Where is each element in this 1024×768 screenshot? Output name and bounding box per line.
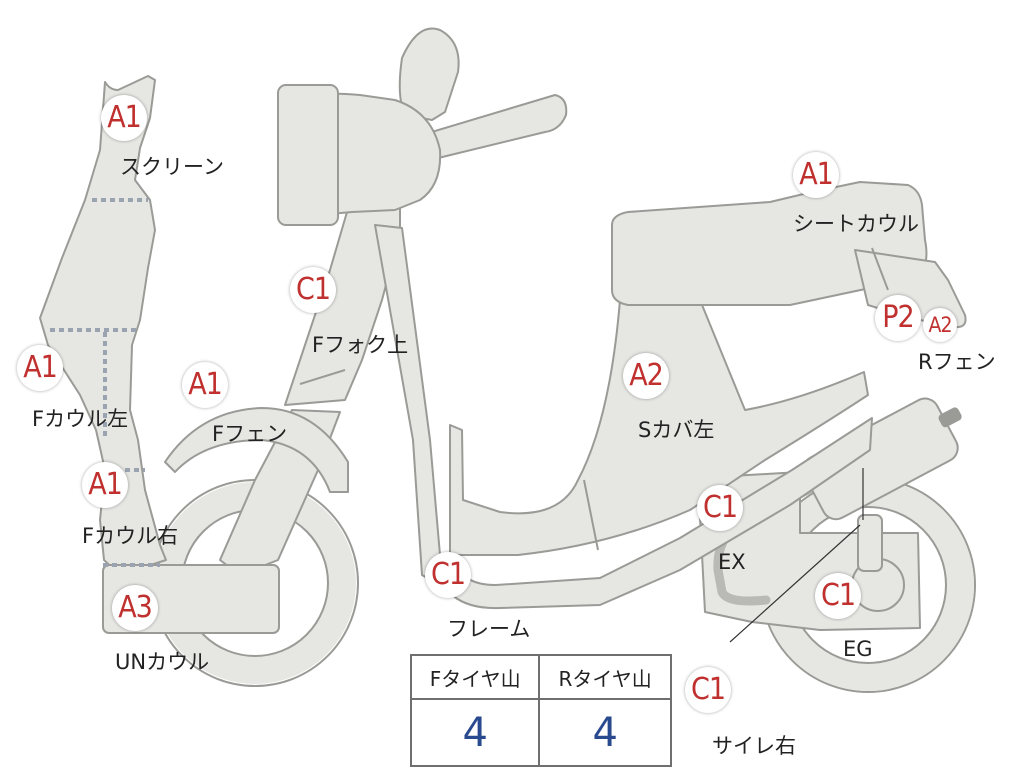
headlight-lens	[277, 84, 339, 226]
label-f-cowl-left: Fカウル左	[32, 407, 129, 431]
label-f-cowl-right: Fカウル右	[82, 524, 179, 548]
mirror	[398, 27, 460, 121]
front-tread-value: 4	[409, 698, 541, 767]
label-ex: EX	[718, 550, 746, 574]
grade-badge-f-cowl-right: A1	[82, 462, 128, 508]
grade-badge-s-cover-left: A2	[623, 353, 669, 399]
label-un-cowl: UNカウル	[115, 650, 210, 674]
rear-shock	[857, 514, 883, 572]
label-frame: フレーム	[447, 617, 531, 641]
rear-tread-header: Rタイヤ山	[538, 654, 672, 700]
front-tread-header: Fタイヤ山	[409, 654, 541, 700]
grade-badge-un-cowl: A3	[112, 585, 158, 631]
grade-badge-r-fender-sub: A2	[923, 308, 957, 342]
label-f-fender: Fフェン	[212, 422, 288, 446]
grade-badge-f-cowl-left: A1	[17, 345, 63, 391]
front-fender	[164, 407, 349, 493]
grade-badge-ex: C1	[697, 485, 743, 531]
grade-badge-muffler-right: C1	[685, 667, 731, 713]
seat	[611, 181, 928, 306]
grade-badge-f-fork-upper: C1	[290, 267, 336, 313]
muffler-leader-line	[729, 524, 861, 643]
grade-badge-eg: C1	[815, 573, 861, 619]
grade-badge-screen: A1	[101, 95, 147, 141]
grade-badge-r-fender-main: P2	[875, 295, 921, 341]
down-tube	[374, 224, 459, 589]
label-muffler-right: サイレ右	[712, 734, 796, 758]
grade-badge-f-fender: A1	[182, 362, 228, 408]
label-s-cover-left: Sカバ左	[638, 418, 715, 442]
side-cover-panel	[449, 299, 869, 556]
grade-badge-seat-cowl: A1	[793, 152, 839, 198]
tire-tread-table: Fタイヤ山 Rタイヤ山 4 4	[409, 654, 672, 767]
label-f-fork-upper: Fフォク上	[312, 333, 409, 357]
label-seat-cowl: シートカウル	[793, 212, 919, 236]
grade-badge-frame: C1	[425, 552, 471, 598]
label-eg: EG	[843, 637, 873, 661]
label-r-fender: Rフェン	[918, 350, 996, 374]
handlebar	[404, 94, 568, 161]
front-cowl	[39, 75, 167, 576]
label-screen: スクリーン	[120, 155, 224, 179]
rear-tread-value: 4	[538, 698, 672, 767]
